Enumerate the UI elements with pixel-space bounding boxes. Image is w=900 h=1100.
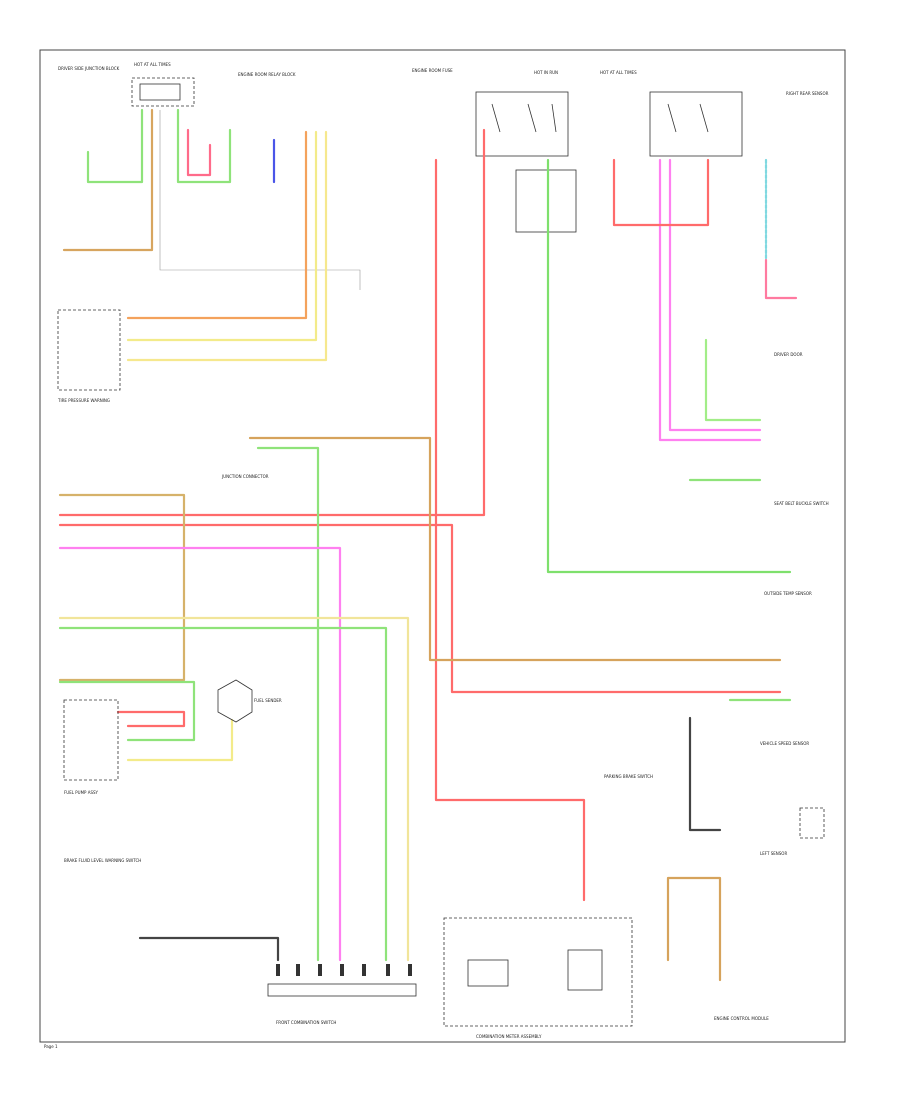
label-tire-pressure: TIRE PRESSURE WARNING (57, 398, 110, 403)
wire-tan-bottom (666, 876, 722, 982)
wire-green-lower (58, 626, 388, 962)
wire-magenta-right-2 (668, 158, 762, 432)
fuel-pump-box (63, 679, 253, 781)
label-left-sensor: LEFT SENSOR (760, 851, 787, 856)
wire-magenta-right (658, 158, 762, 442)
wire-red-right (612, 158, 710, 227)
wire-orange-1 (126, 130, 308, 320)
label-engine-room-fuse: ENGINE ROOM FUSE (412, 68, 453, 73)
wire-red-2 (58, 523, 782, 694)
label-seat-belt: SEAT BELT BUCKLE SWITCH (774, 501, 829, 506)
combination-meter-box (443, 917, 633, 1027)
right-component-box (799, 807, 825, 839)
label-fuel-gauge: FUEL SENDER (254, 698, 282, 703)
label-vehicle-speed: VEHICLE SPEED SENSOR (760, 741, 809, 746)
wire-tan-left (62, 108, 154, 252)
label-hot-in-run-2: HOT AT ALL TIMES (600, 70, 637, 75)
wire-yellow-lower (58, 616, 410, 962)
wire-gray-left (159, 110, 361, 290)
label-junction-connector: JUNCTION CONNECTOR (221, 474, 269, 479)
label-fuel-pump: FUEL PUMP ASSY (64, 790, 99, 795)
wire-yellow-2 (126, 130, 328, 362)
label-right-rear: RIGHT REAR SENSOR (786, 91, 829, 96)
label-driver-door: DRIVER DOOR (774, 352, 803, 357)
wire-green-long (546, 158, 792, 574)
tire-pressure-box (57, 309, 121, 391)
junction-block-top-left (131, 77, 195, 107)
label-page-ref: Page 1 (44, 1044, 58, 1049)
label-outer-sensor: OUTSIDE TEMP SENSOR (764, 591, 812, 596)
wire-green-1 (86, 108, 144, 184)
wire-red-fuel (116, 710, 186, 728)
label-park-switch: PARKING BRAKE SWITCH (604, 774, 653, 779)
wire-red-main (434, 158, 586, 902)
diagram-frame (39, 49, 846, 1043)
wire-yellow-fuel (126, 718, 234, 762)
label-front-combination: FRONT COMBINATION SWITCH (276, 1020, 336, 1025)
label-engine-room-relay: ENGINE ROOM RELAY BLOCK (238, 72, 296, 77)
relay-box-top-center (475, 91, 577, 233)
relay-box-top-right (649, 91, 743, 157)
wire-black-right (688, 716, 722, 832)
label-junction-block: DRIVER SIDE JUNCTION BLOCK (58, 66, 120, 71)
wire-yellow-1 (126, 130, 318, 342)
label-fuse-box: HOT AT ALL TIMES (134, 62, 171, 67)
wire-green-mid (256, 446, 320, 962)
wire-tan-mid (248, 436, 782, 662)
wire-pink-top (186, 128, 212, 177)
bottom-connector-left (267, 964, 417, 997)
label-engine-ctrl: ENGINE CONTROL MODULE (714, 1016, 769, 1021)
wire-tan-left-2 (58, 493, 186, 682)
label-hot-in-run-1: HOT IN RUN (534, 70, 558, 75)
label-combination-meter: COMBINATION METER ASSEMBLY (476, 1034, 542, 1039)
wire-red-top (58, 128, 486, 517)
wire-green-2 (176, 108, 232, 184)
wire-magenta-1 (58, 546, 342, 962)
wire-green-right (704, 338, 762, 422)
label-brake-fluid: BRAKE FLUID LEVEL WARNING SWITCH (64, 858, 141, 863)
wire-pink-lower (764, 258, 798, 300)
wire-green-fuel (58, 680, 196, 742)
wire-black-bottom (138, 936, 280, 962)
